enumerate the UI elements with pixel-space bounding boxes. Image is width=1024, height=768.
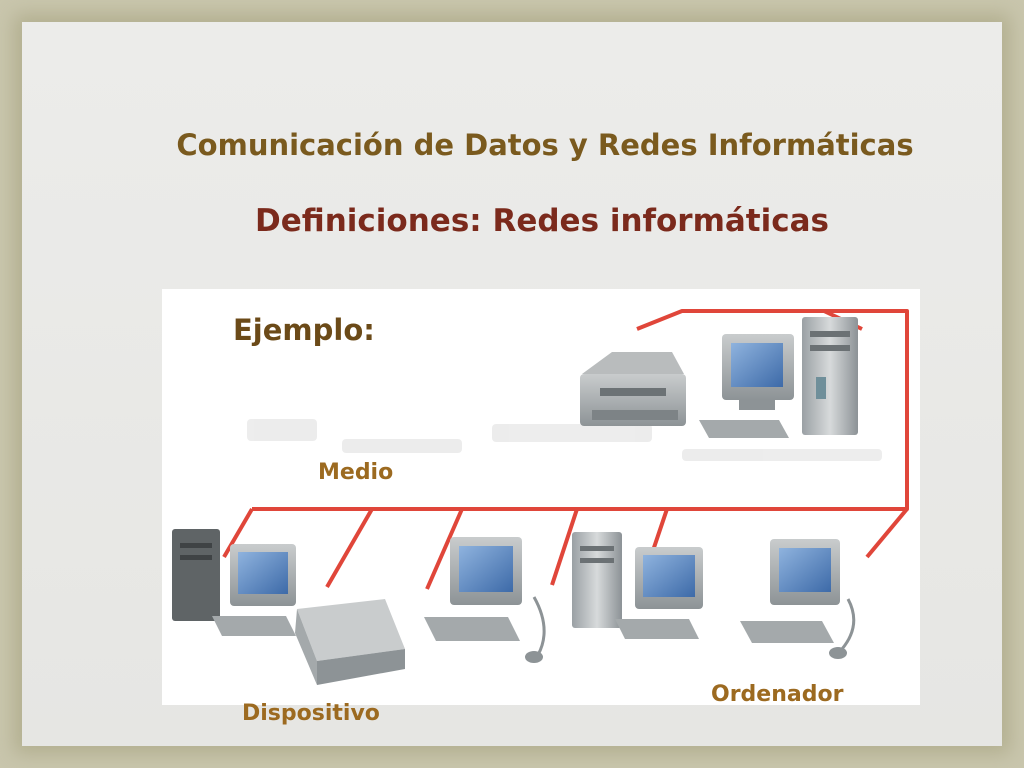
computer-label: Ordenador [711, 682, 844, 707]
scanner-icon [295, 599, 405, 685]
computer-icon [699, 334, 794, 438]
tower-icon [572, 532, 622, 628]
computer-icon [740, 539, 856, 659]
device-label: Dispositivo [242, 701, 380, 726]
tower-icon [172, 529, 220, 621]
example-label: Ejemplo: [233, 313, 375, 347]
slide-title: Comunicación de Datos y Redes Informátic… [176, 128, 914, 162]
medium-label: Medio [318, 460, 394, 485]
computer-icon [212, 544, 296, 636]
slide-subtitle: Definiciones: Redes informáticas [255, 203, 829, 239]
computer-icon [424, 537, 546, 663]
network-illustration [172, 309, 909, 685]
faded-background-marks [247, 419, 882, 461]
printer-icon [580, 352, 686, 426]
computer-icon [615, 547, 703, 639]
network-diagram [162, 289, 920, 705]
tower-icon [802, 317, 858, 435]
